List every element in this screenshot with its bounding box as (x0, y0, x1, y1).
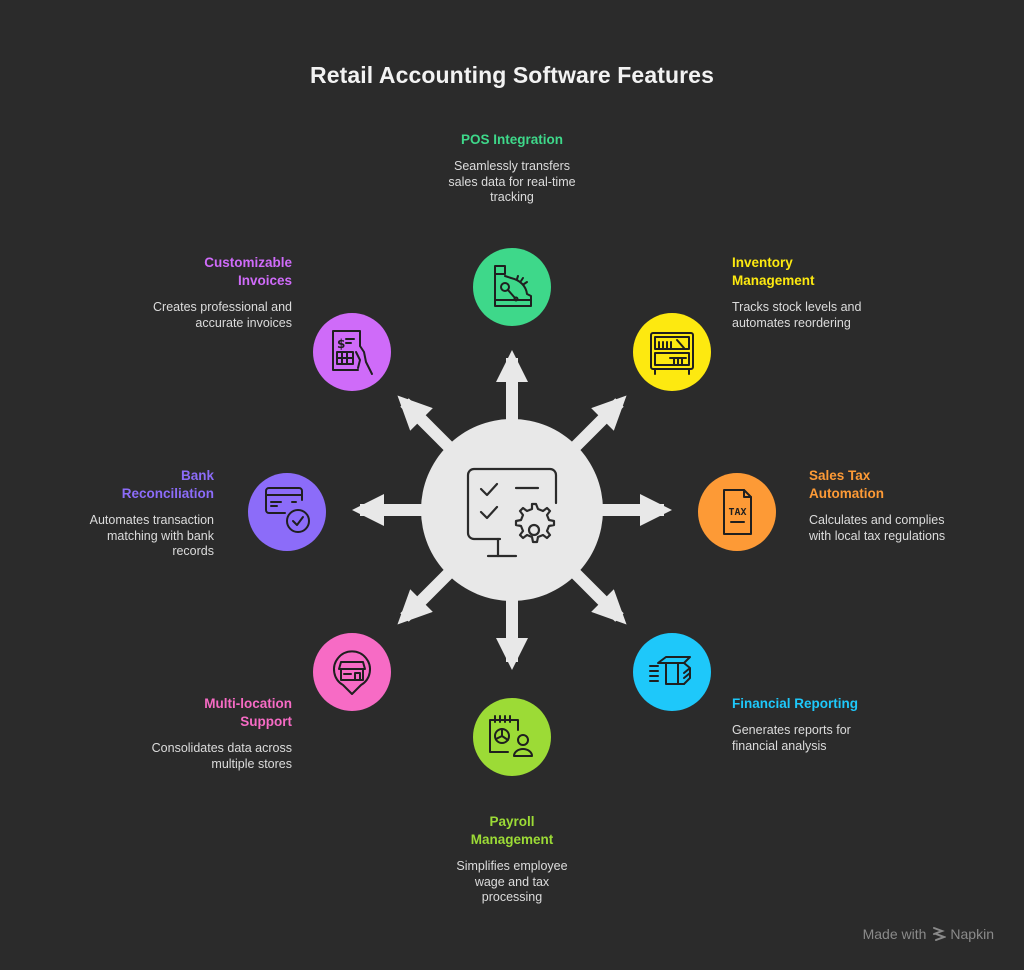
feature-title: Multi-location Support (204, 696, 292, 729)
feature-salestax: Sales Tax Automation Calculates and comp… (809, 467, 959, 544)
feature-payroll: Payroll Management Simplifies employee w… (432, 813, 592, 906)
arrow-left (352, 494, 440, 526)
card-check-icon (265, 487, 310, 533)
feature-bank-circle (248, 473, 326, 551)
feature-financial: Financial Reporting Generates reports fo… (732, 695, 882, 754)
footer-prefix: Made with (862, 926, 927, 942)
feature-invoices-circle: $ (313, 313, 391, 391)
feature-description: Simplifies employee wage and tax process… (456, 859, 568, 904)
money-stack-icon (649, 656, 691, 685)
shelf-icon (650, 332, 694, 375)
feature-title: POS Integration (460, 132, 563, 147)
calendar-user-icon (489, 715, 533, 757)
feature-title: Customizable Invoices (204, 255, 292, 288)
svg-text:$: $ (337, 337, 345, 351)
monitor-checklist-gear-icon (466, 467, 558, 558)
arrow-right (584, 494, 672, 526)
feature-inventory-circle (633, 313, 711, 391)
center-hub (421, 419, 603, 601)
feature-invoices: Customizable Invoices Creates profession… (142, 254, 292, 331)
diagram-title: Retail Accounting Software Features (310, 62, 714, 88)
store-pin-icon (333, 650, 371, 695)
cash-register-icon (494, 265, 532, 307)
footer-brand: Napkin (950, 926, 994, 942)
feature-financial-circle (633, 633, 711, 711)
feature-multilocation: Multi-location Support Consolidates data… (142, 695, 292, 772)
feature-title: Inventory Management (732, 255, 815, 288)
feature-pos-circle (473, 248, 551, 326)
arrow-up (496, 350, 528, 438)
feature-inventory: Inventory Management Tracks stock levels… (732, 254, 882, 331)
feature-title: Bank Reconciliation (121, 468, 214, 501)
footer-watermark: Made with Napkin (863, 926, 994, 942)
feature-description: Generates reports for financial analysis (732, 723, 851, 753)
feature-description: Consolidates data across multiple stores (151, 741, 292, 771)
feature-description: Automates transaction matching with bank… (89, 513, 214, 558)
napkin-logo-icon (933, 927, 947, 941)
arrow-down (496, 582, 528, 670)
invoice-hand-icon: $ (332, 330, 373, 375)
feature-description: Calculates and complies with local tax r… (809, 513, 946, 543)
feature-salestax-circle: TAX (698, 473, 776, 551)
feature-bank: Bank Reconciliation Automates transactio… (64, 467, 214, 560)
tax-document-icon (723, 489, 752, 535)
feature-payroll-circle (473, 698, 551, 776)
feature-description: Creates professional and accurate invoic… (153, 300, 292, 330)
feature-title: Sales Tax Automation (809, 468, 884, 501)
feature-title: Payroll Management (470, 814, 554, 847)
feature-description: Seamlessly transfers sales data for real… (448, 159, 576, 204)
napkin-brand: Napkin (932, 926, 994, 942)
feature-multilocation-circle (313, 633, 391, 711)
feature-description: Tracks stock levels and automates reorde… (732, 300, 862, 330)
feature-title: Financial Reporting (732, 696, 859, 711)
feature-pos: POS Integration Seamlessly transfers sal… (412, 131, 612, 206)
tax-label: TAX (728, 507, 746, 518)
